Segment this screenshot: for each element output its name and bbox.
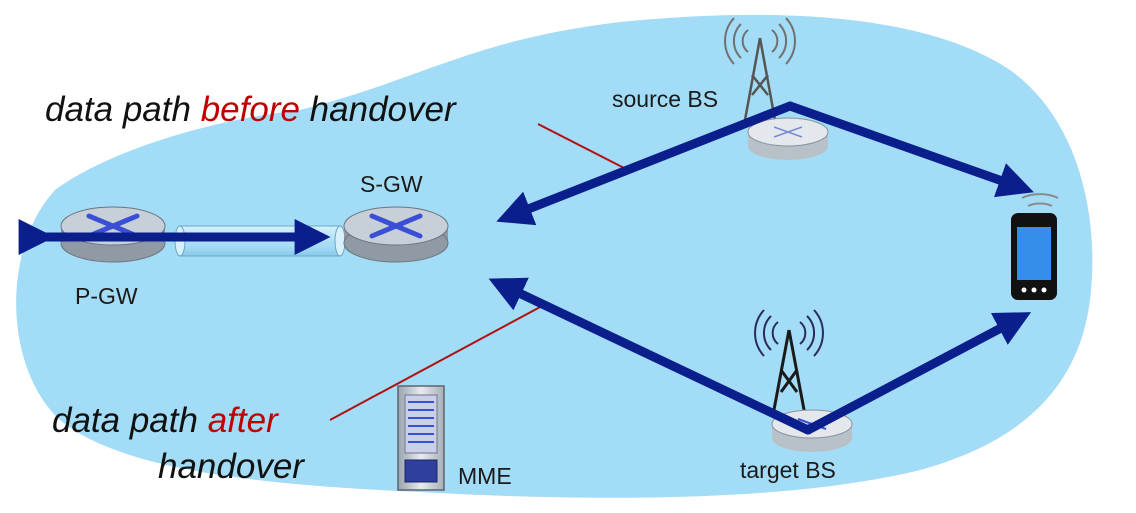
- after-callout-line: [329, 305, 543, 421]
- sourcebs-to-sgw-arrow: [496, 101, 795, 226]
- caption-after-highlight: after: [208, 401, 279, 440]
- target-bs-label: target BS: [740, 457, 836, 483]
- sourcebs-to-phone-arrow: [785, 101, 1034, 198]
- caption-after-pre: data path: [52, 401, 208, 440]
- before-callout-line: [537, 123, 629, 171]
- smartphone-icon: [1011, 193, 1059, 300]
- data-paths: [18, 101, 1034, 435]
- source-bs-label: source BS: [612, 86, 718, 112]
- targetbs-to-phone-arrow: [803, 312, 1032, 435]
- sgw-label: S-GW: [360, 171, 423, 197]
- caption-before-pre: data path: [45, 90, 201, 129]
- mme-server-icon: [397, 385, 445, 491]
- caption-before-post: handover: [300, 90, 457, 129]
- caption-after-line1: data path after: [52, 401, 279, 440]
- caption-before: data path before handover: [45, 90, 457, 129]
- caption-before-highlight: before: [201, 90, 300, 129]
- sgw-router-icon: [343, 206, 449, 263]
- targetbs-to-sgw-arrow: [488, 277, 813, 435]
- source-bs-tower-icon: [724, 17, 829, 160]
- caption-after-line2: handover: [158, 447, 305, 486]
- mme-label: MME: [458, 463, 512, 489]
- pgw-label: P-GW: [75, 283, 138, 309]
